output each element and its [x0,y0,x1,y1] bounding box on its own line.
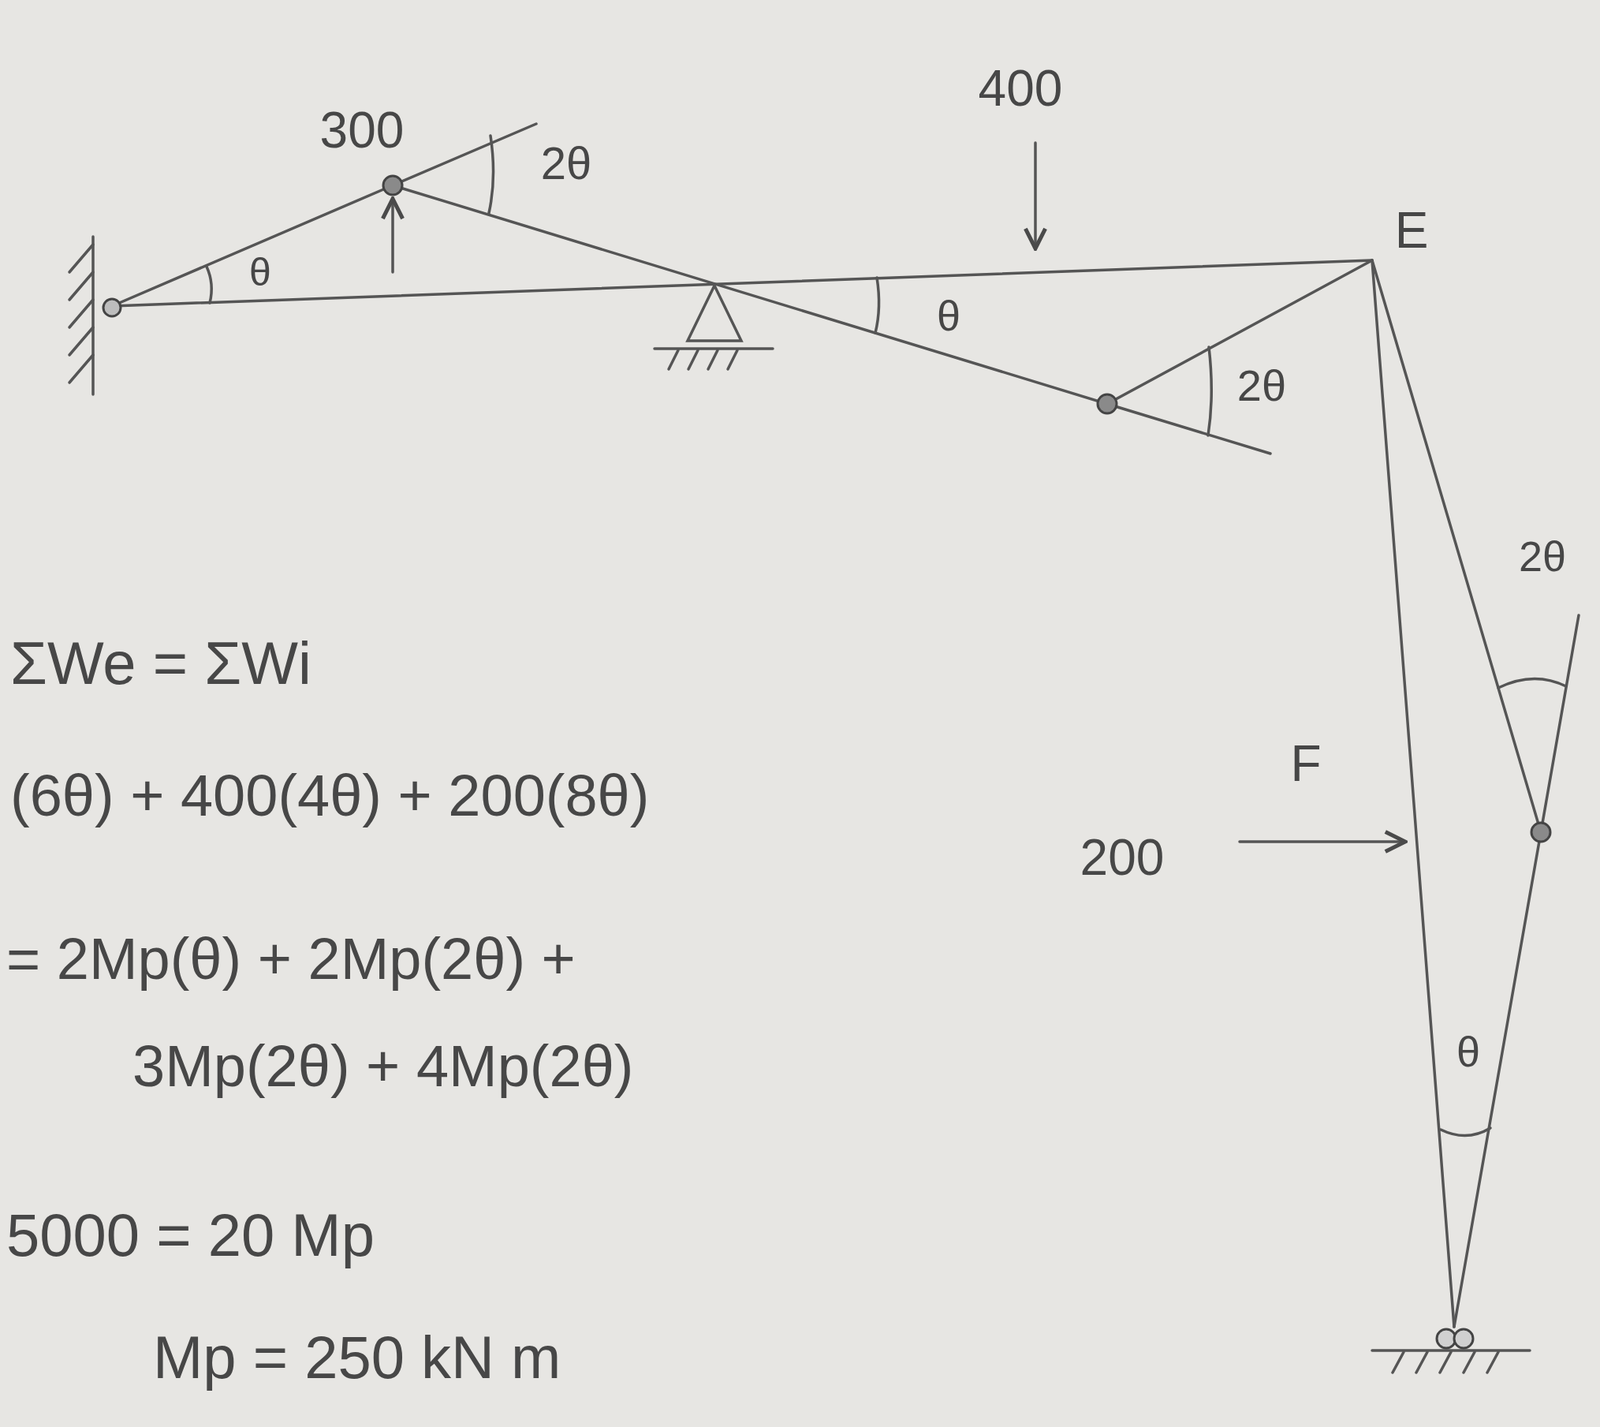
plastic-hinge [383,175,403,195]
extension-line [392,123,537,186]
equation-line: 3Mp(2θ) + 4Mp(2θ) [132,1036,634,1096]
roller-wheel [1454,1328,1474,1348]
ground-hatch [1392,1351,1499,1373]
beam-line [111,260,1373,306]
equation-line: ΣWe = ΣWi [10,633,312,694]
load-value: 200 [1080,831,1165,883]
column-line [1372,260,1455,1327]
roller-wheel [1436,1328,1456,1348]
result-line: Mp = 250 kN m [152,1327,561,1388]
wall-line [91,236,95,395]
load-name: F [1290,738,1321,789]
support-triangle [687,285,742,341]
angle-arc [488,135,494,213]
angle-label: θ [1456,1029,1481,1073]
angle-label: 2θ [540,140,593,187]
load-value: 300 [320,104,405,156]
load-arrow [1239,839,1406,843]
ground-hatch [668,350,738,370]
equation-line: (6θ) + 400(4θ) + 200(8θ) [10,766,649,825]
displaced-beam [111,185,1373,404]
angle-arc [1498,678,1567,688]
displaced-column [1372,260,1541,1327]
angle-label: θ [936,294,961,337]
load-arrow [1033,142,1037,249]
angle-arc [1208,346,1212,436]
angle-arc [206,266,212,303]
load-arrow [391,198,395,273]
angle-arc [1440,1127,1491,1136]
extension-line [1107,403,1271,454]
angle-label: θ [249,252,272,292]
joint-name: E [1394,205,1429,256]
angle-arc [875,277,880,333]
wall-hatch [69,244,94,383]
ground-line [654,346,773,351]
load-value: 400 [978,63,1063,114]
plastic-hinge [1097,394,1117,414]
angle-label: 2θ [1518,534,1567,578]
equation-line: = 2Mp(θ) + 2Mp(2θ) + [6,929,576,989]
equation-line: 5000 = 20 Mp [6,1204,375,1265]
angle-label: 2θ [1237,363,1287,408]
pin-support [103,298,121,317]
plastic-hinge [1531,822,1551,842]
extension-line [1540,615,1579,832]
